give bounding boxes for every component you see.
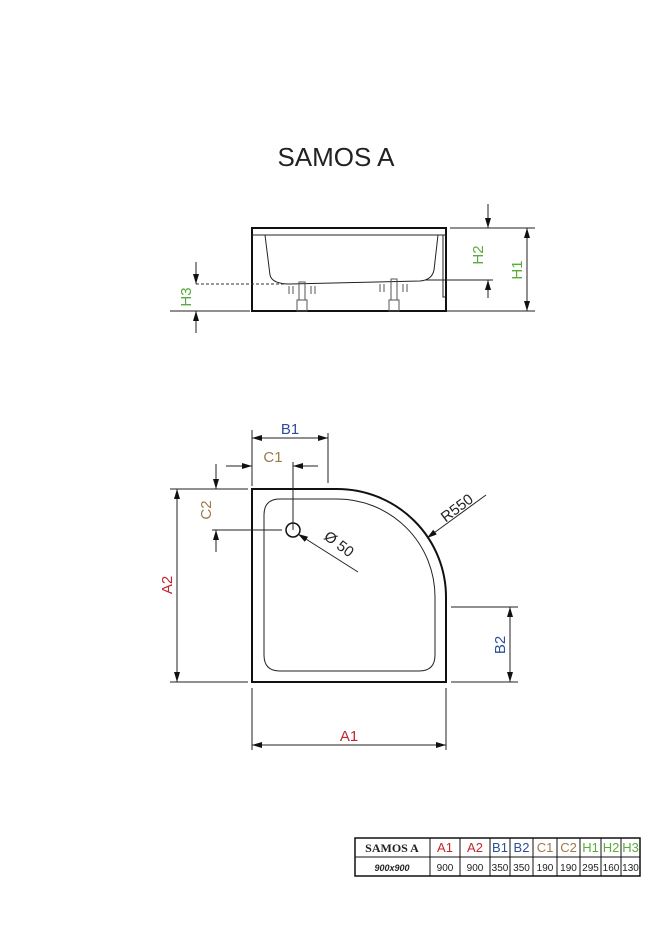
label-a2: A2 (159, 576, 176, 594)
plan-view: B1 C1 C2 A2 B2 A1 R550 Ø 50 (159, 421, 518, 750)
table-header: H2 (603, 840, 620, 855)
table-model: SAMOS A (365, 841, 419, 855)
table-value: 350 (513, 863, 530, 874)
table-header: A2 (467, 840, 483, 855)
table-header: A1 (437, 840, 453, 855)
page-title: SAMOS A (277, 142, 395, 172)
table-value: 350 (492, 863, 509, 874)
label-h2: H2 (470, 245, 487, 264)
table-size: 900x900 (374, 863, 409, 873)
table-header: B2 (514, 840, 530, 855)
table-value: 130 (622, 863, 639, 874)
table-value: 190 (560, 863, 577, 874)
label-a1: A1 (340, 728, 358, 745)
table-header: H1 (582, 840, 599, 855)
table-header: C1 (537, 840, 554, 855)
label-b2: B2 (492, 636, 509, 654)
table-header: C2 (560, 840, 577, 855)
table-header: H3 (622, 840, 639, 855)
label-b1: B1 (281, 421, 299, 438)
label-c2: C2 (198, 500, 215, 519)
table-value: 295 (582, 863, 599, 874)
label-c1: C1 (263, 449, 282, 466)
table-value: 900 (467, 863, 484, 874)
label-h1: H1 (509, 260, 526, 279)
side-view: H2 H1 H3 (170, 204, 535, 333)
table-value: 190 (537, 863, 554, 874)
table-value: 160 (603, 863, 620, 874)
feet (288, 278, 408, 312)
label-drain-diameter: Ø 50 (321, 528, 357, 561)
spec-table: SAMOS A 900x900 A1 900 A2 900 B1 350 B2 350 C1 19… (354, 837, 641, 877)
table-value: 900 (437, 863, 454, 874)
label-radius: R550 (438, 491, 477, 526)
table-header: B1 (492, 840, 508, 855)
label-h3: H3 (178, 287, 195, 306)
